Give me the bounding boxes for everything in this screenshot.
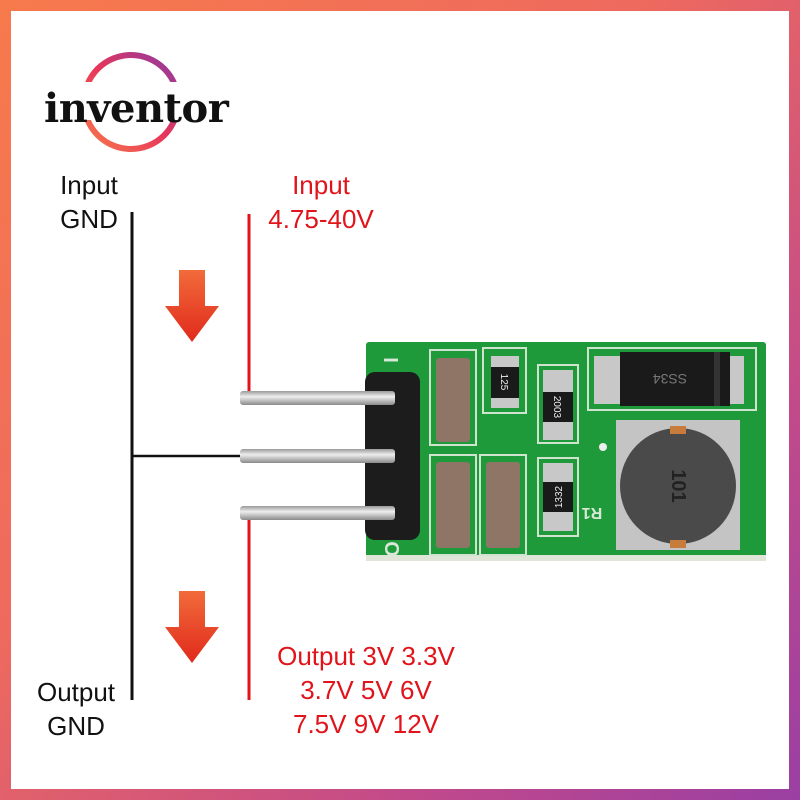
- inductor-marking: 101: [667, 469, 689, 502]
- label-line: 7.5V 9V 12V: [293, 709, 439, 739]
- diagram: I O 125 2003 1332 R1: [40, 52, 766, 700]
- inductor: [620, 428, 736, 544]
- pin-out-marking: O: [380, 541, 402, 557]
- product-image: I O 125 2003 1332 R1: [11, 11, 789, 789]
- label-line: GND: [47, 711, 105, 741]
- label-line: Output 3V 3.3V: [277, 641, 455, 671]
- output-gnd-label: Output GND: [21, 675, 131, 743]
- label-line: Output: [36, 677, 116, 707]
- label-line: Input: [292, 170, 350, 200]
- resistor-1-marking: 125: [498, 374, 509, 391]
- label-line: 4.75-40V: [268, 204, 374, 234]
- label-line: Input: [60, 170, 118, 200]
- pcb-module: I O 125 2003 1332 R1: [345, 342, 766, 561]
- arrow-down-icon: [165, 591, 219, 663]
- diode-marking: SS34: [653, 371, 687, 387]
- ref-r1-marking: R1: [582, 504, 603, 521]
- resistor-2-marking: 2003: [551, 396, 562, 419]
- input-voltage-label: Input 4.75-40V: [259, 168, 383, 236]
- pin-in-marking: I: [379, 357, 401, 363]
- label-line: 3.7V 5V 6V: [300, 675, 432, 705]
- label-line: GND: [60, 204, 118, 234]
- resistor-3-marking: 1332: [554, 485, 565, 508]
- input-gnd-label: Input GND: [49, 168, 129, 236]
- arrow-down-icon: [165, 270, 219, 342]
- brand-logo: inventor: [44, 85, 229, 132]
- output-voltages-label: Output 3V 3.3V 3.7V 5V 6V 7.5V 9V 12V: [256, 639, 476, 741]
